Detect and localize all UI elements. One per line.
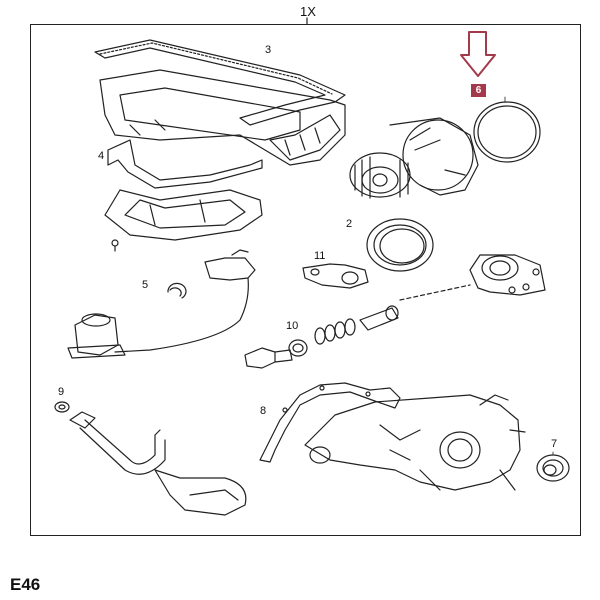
callout-2: 2 [346, 218, 353, 230]
highlight-arrow-icon [460, 31, 496, 77]
callout-leaders [504, 96, 554, 456]
sensor-body [67, 313, 126, 359]
washer-part-10 [288, 339, 308, 357]
callout-9: 9 [58, 386, 65, 398]
oil-pan-lower [104, 189, 263, 241]
callout-4: 4 [98, 150, 105, 162]
oil-pan-gasket-lower [107, 139, 263, 189]
callout-5: 5 [142, 279, 149, 291]
spring-rings [314, 318, 356, 345]
oil-pickup-tube [69, 411, 247, 516]
diagram-frame [30, 24, 581, 536]
gasket-part-11 [302, 263, 369, 289]
sensor-connector [114, 249, 256, 353]
callout-3: 3 [265, 44, 272, 56]
oil-filter-housing [469, 254, 546, 296]
callout-10: 10 [286, 320, 299, 332]
callout-6-highlighted: 6 [471, 84, 486, 97]
water-pump [349, 117, 479, 199]
drain-bolt [111, 239, 119, 252]
o-ring-part-6 [473, 101, 541, 163]
assembly-line [399, 284, 471, 301]
quantity-label: 1X [300, 4, 316, 19]
callout-8: 8 [260, 405, 267, 417]
oil-pan-gasket-upper [94, 39, 346, 126]
relief-valve-bolt [244, 347, 293, 369]
callout-11: 11 [314, 250, 326, 262]
callout-7: 7 [551, 438, 558, 450]
seal-ring-part-2 [366, 218, 434, 272]
crank-seal-part-7 [536, 454, 570, 482]
clip-part-5 [167, 282, 187, 299]
plunger [359, 305, 399, 331]
washer-part-9 [54, 401, 70, 413]
oil-pan-upper [99, 69, 346, 166]
oil-pump-housing [304, 394, 526, 491]
front-cover-gasket-part-8 [259, 382, 401, 463]
diagram-code: E46 [10, 575, 41, 594]
